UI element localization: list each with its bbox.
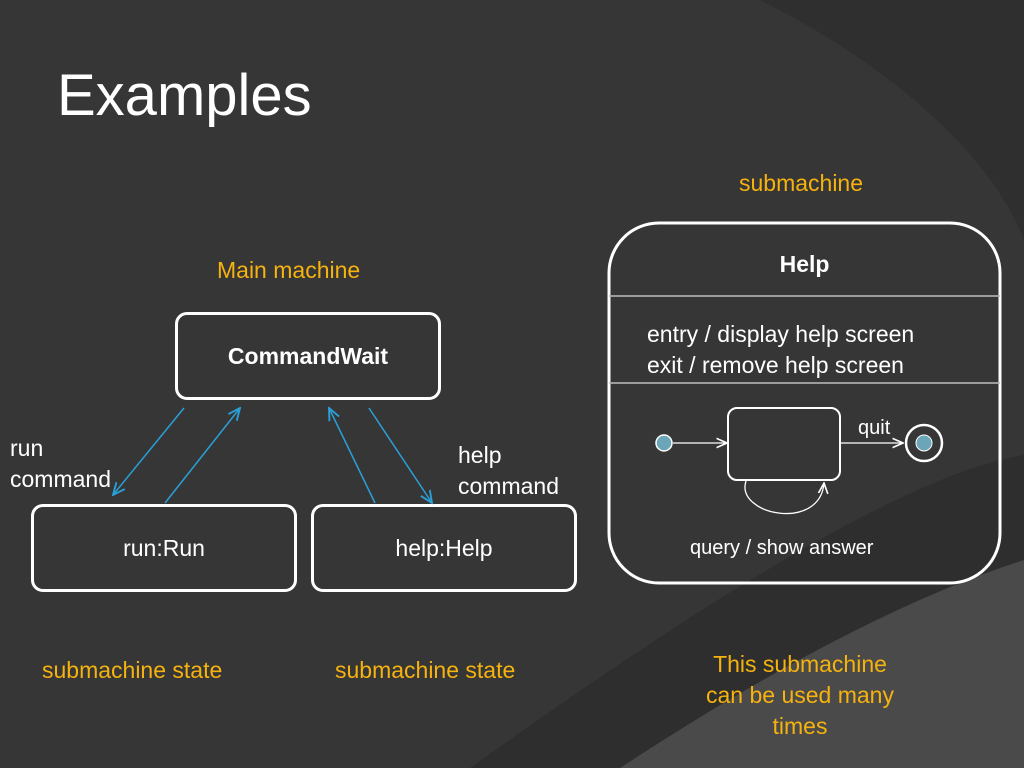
inner-state bbox=[727, 407, 841, 481]
run-submachine-caption: submachine state bbox=[42, 657, 223, 683]
help-state: help:Help bbox=[311, 504, 577, 592]
submachine-label: submachine bbox=[739, 170, 864, 196]
exit-action: exit / remove help screen bbox=[647, 352, 904, 378]
commandwait-label: CommandWait bbox=[227, 342, 389, 369]
run-state-label: run:Run bbox=[123, 534, 205, 561]
reuse-note-line1: This submachine bbox=[713, 651, 887, 677]
self-transition-arrow bbox=[744, 480, 824, 515]
reuse-note: This submachine can be used many times bbox=[680, 649, 920, 742]
run-return-arrow bbox=[164, 408, 240, 504]
reuse-note-line3: times bbox=[772, 713, 828, 739]
help-command-line2: command bbox=[458, 473, 559, 499]
initial-node-icon bbox=[655, 434, 673, 452]
help-composite-title: Help bbox=[779, 251, 830, 277]
help-return-arrow bbox=[329, 408, 376, 504]
help-command-label: help command bbox=[458, 440, 559, 502]
final-node-outer-icon bbox=[904, 423, 944, 463]
slide-title: Examples bbox=[57, 63, 312, 128]
run-command-line2: command bbox=[10, 466, 111, 492]
quit-transition-label: quit bbox=[858, 417, 891, 439]
run-command-label: run command bbox=[10, 433, 111, 495]
run-state: run:Run bbox=[31, 504, 297, 592]
self-transition-label: query / show answer bbox=[690, 537, 874, 559]
main-machine-label: Main machine bbox=[217, 257, 361, 283]
reuse-note-line2: can be used many bbox=[706, 682, 894, 708]
help-composite-border bbox=[607, 221, 1002, 585]
help-command-line1: help bbox=[458, 442, 502, 468]
run-command-line1: run bbox=[10, 435, 44, 461]
entry-action: entry / display help screen bbox=[647, 321, 915, 347]
run-entry-arrow bbox=[113, 407, 185, 495]
final-node-inner-icon bbox=[915, 434, 933, 452]
help-entry-arrow bbox=[368, 407, 432, 503]
commandwait-state: CommandWait bbox=[175, 312, 441, 400]
help-submachine-caption: submachine state bbox=[335, 657, 516, 683]
help-state-label: help:Help bbox=[395, 534, 493, 561]
